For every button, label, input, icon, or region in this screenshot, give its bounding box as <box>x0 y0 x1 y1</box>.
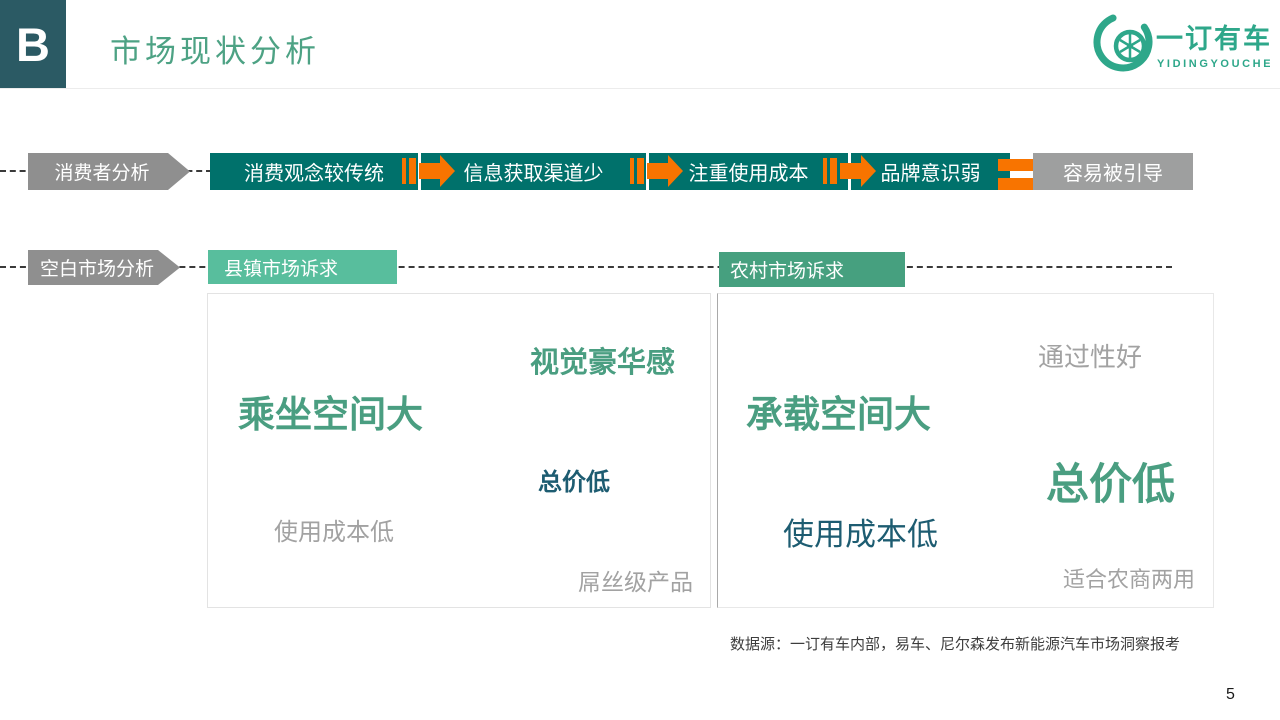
consumer-flow-step-4-label: 品牌意识弱 <box>880 163 981 185</box>
page-title: 市场现状分析 <box>110 34 320 69</box>
rural-word-passability: 通过性好 <box>1038 342 1143 372</box>
rural-market-panel <box>717 293 1214 608</box>
section-badge: B <box>0 0 66 88</box>
company-logo: 一订有车 YIDINGYOUCHE <box>1090 6 1271 76</box>
section-badge-letter: B <box>16 17 50 71</box>
county-word-price: 总价低 <box>538 469 610 496</box>
rural-word-dual-use: 适合农商两用 <box>1063 567 1196 592</box>
market-flow-lead-label: 空白市场分析 <box>39 259 154 280</box>
consumer-flow-lead-arrow: 消费者分析 <box>28 153 190 190</box>
logo-wheel-hub <box>1127 43 1133 49</box>
dashed-connector-row2 <box>0 266 1172 268</box>
rural-market-tag: 农村市场诉求 <box>719 252 905 287</box>
county-market-panel <box>207 293 711 608</box>
county-word-luxury: 视觉豪华感 <box>530 347 676 379</box>
county-market-tag: 县镇市场诉求 <box>208 250 397 284</box>
consumer-flow-step-2-label: 信息获取渠道少 <box>463 163 604 185</box>
consumer-flow-step-1: 消费观念较传统 <box>210 153 418 190</box>
county-market-tag-label: 县镇市场诉求 <box>224 258 339 280</box>
county-word-cost: 使用成本低 <box>274 519 394 546</box>
logo-c-arc <box>1093 12 1153 72</box>
rural-word-space: 承载空间大 <box>746 394 931 435</box>
consumer-flow-result: 容易被引导 <box>1033 153 1193 190</box>
striped-right-arrow-icon <box>402 155 455 187</box>
logo-name-en: YIDINGYOUCHE <box>1157 58 1270 70</box>
consumer-flow-step-3-label: 注重使用成本 <box>688 163 809 185</box>
county-word-product: 屌丝级产品 <box>578 569 693 595</box>
consumer-flow-step-2: 信息获取渠道少 <box>421 153 646 190</box>
logo-graphic: 一订有车 YIDINGYOUCHE <box>1093 12 1271 72</box>
striped-right-arrow-icon <box>630 155 683 187</box>
striped-right-arrow-icon <box>823 155 876 187</box>
consumer-flow-step-1-label: 消费观念较传统 <box>244 163 384 185</box>
data-source-note: 数据源：一订有车内部，易车、尼尔森发布新能源汽车市场洞察报考 <box>730 636 1181 653</box>
consumer-flow-step-4: 品牌意识弱 <box>851 153 1010 190</box>
consumer-flow-lead-label: 消费者分析 <box>54 163 150 184</box>
market-flow-lead-arrow: 空白市场分析 <box>28 250 180 285</box>
page-number: 5 <box>1226 686 1235 703</box>
logo-name-cn: 一订有车 <box>1156 23 1270 54</box>
rural-word-price: 总价低 <box>1046 461 1175 509</box>
consumer-flow-result-label: 容易被引导 <box>1063 163 1163 185</box>
header-divider <box>0 88 1280 89</box>
rural-market-tag-label: 农村市场诉求 <box>730 261 845 282</box>
county-word-space: 乘坐空间大 <box>238 394 423 435</box>
rural-word-cost: 使用成本低 <box>783 517 938 552</box>
equals-sign-icon <box>998 159 1033 197</box>
